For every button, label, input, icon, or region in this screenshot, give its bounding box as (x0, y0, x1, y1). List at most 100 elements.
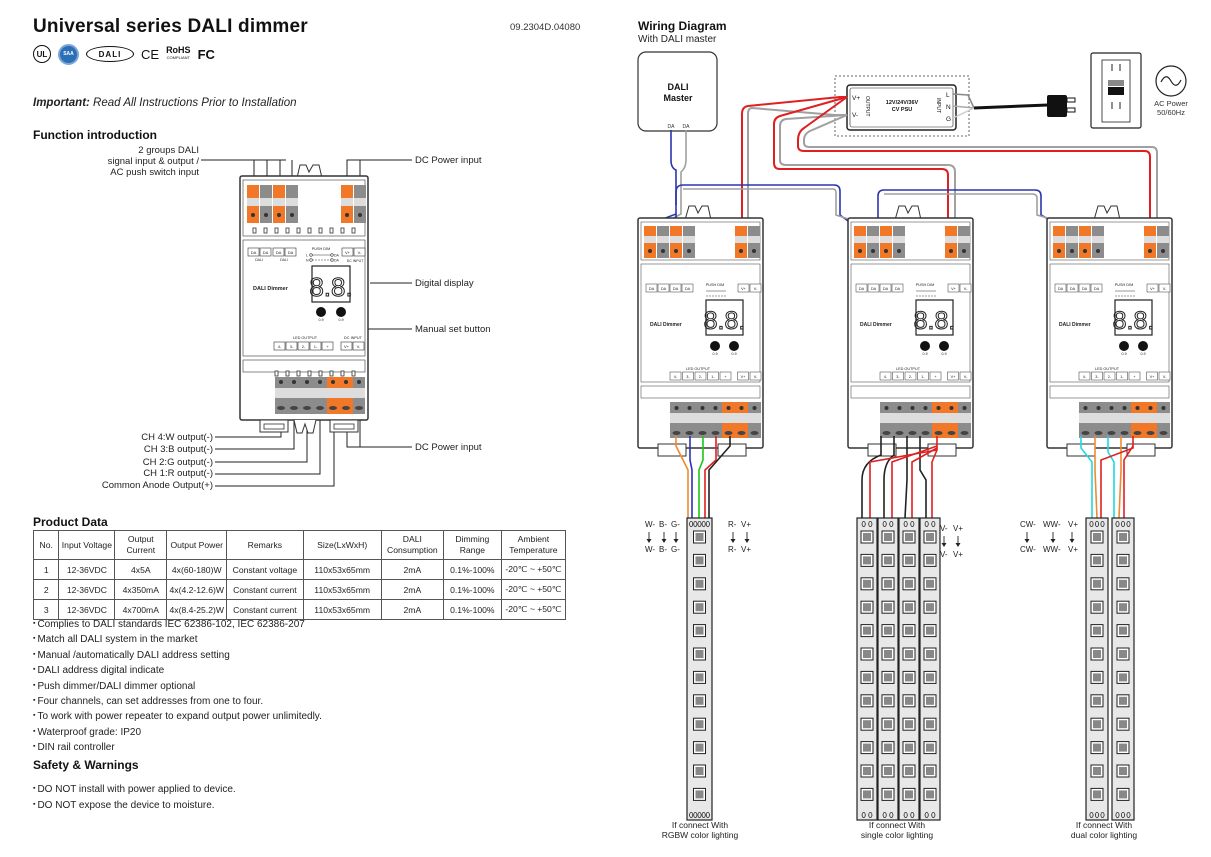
single-right-vplus: V+ (953, 524, 963, 533)
module-term-da: DA (883, 287, 889, 291)
fi-term-vminus: V- (358, 250, 362, 255)
power-wires (741, 96, 1158, 228)
single-right-vminus2: V- (940, 550, 948, 559)
module-term-dc: V+ (1150, 287, 1156, 291)
single-right-vplus2: V+ (953, 550, 963, 559)
dali-mark-icon: DALI (86, 46, 134, 62)
ul-mark-icon: UL (33, 45, 51, 63)
down-arrow-icon (673, 532, 679, 543)
module-bottom-term: V+ (741, 375, 747, 379)
module-display-value: 8.8. (1113, 307, 1155, 335)
ac-power-line2: 50/60Hz (1157, 108, 1185, 117)
module-bottom-term: 2- (909, 375, 913, 379)
page-title: Universal series DALI dimmer (33, 16, 308, 37)
module-bottom-term: 1- (921, 375, 925, 379)
rgbw-labels: W- B- G- W- B- G- R- V+ R- V+ (645, 520, 751, 554)
module-button-label: 0-9 (1121, 352, 1126, 356)
cell: 1 (32, 559, 60, 580)
psu-in-l: L (946, 92, 950, 99)
psu-box (846, 84, 957, 131)
rgbw-right-r2: R- (728, 545, 737, 554)
fi-dc-input-label: DC INPUT (347, 259, 364, 263)
module-set-button[interactable] (939, 341, 949, 351)
rgbw-left-b: B- (659, 520, 667, 529)
caption-rgbw-2: RGBW color lighting (662, 830, 739, 840)
led-strip (686, 517, 713, 821)
fi-bterm-4: 4- (278, 344, 282, 349)
fi-pin-da-1: DA (334, 254, 340, 258)
module-bottom-term: + (934, 375, 937, 379)
dali-master-pin-1: DA (668, 124, 676, 130)
module-display-value: 8.8. (914, 307, 956, 335)
cell: 110x53x65mm (302, 599, 382, 620)
module-set-button[interactable] (1119, 341, 1129, 351)
fi-pin-da-2: DA (334, 259, 340, 263)
rohs-sub: COMPLIANT (166, 55, 190, 60)
module-term-da: DA (673, 287, 679, 291)
fi-term-da-4: DA (288, 250, 294, 255)
module-name: DALI Dimmer (650, 322, 682, 328)
fi-button-2[interactable] (336, 307, 346, 317)
cell: 110x53x65mm (302, 579, 382, 600)
rgbw-left-g2: G- (671, 545, 680, 554)
fi-button-1[interactable] (316, 307, 326, 317)
wiring-subheading: With DALI master (638, 34, 717, 45)
module-bottom-term: + (1133, 375, 1136, 379)
module-name: DALI Dimmer (860, 322, 892, 328)
col-ambient-temp: Ambient Temperature (500, 530, 567, 560)
caption-single-1: If connect With (869, 820, 925, 830)
down-arrow-icon (941, 536, 947, 547)
fi-term-da-3: DA (276, 250, 282, 255)
module-display (705, 299, 744, 336)
module-set-button[interactable] (920, 341, 930, 351)
table-header-row: No. Input Voltage Output Current Output … (32, 530, 567, 560)
dual-left-ww: WW- (1043, 520, 1061, 529)
module-bottom-term: 3- (896, 375, 900, 379)
module-led-output-label: LED OUTPUT (686, 367, 711, 371)
module-set-button[interactable] (729, 341, 739, 351)
top-terminal-block (247, 185, 366, 223)
cell: 4x5A (114, 559, 168, 580)
module-button-label: 0-9 (922, 352, 927, 356)
important-notice: Important: Read All Instructions Prior t… (33, 97, 297, 109)
dual-output-wires (1080, 436, 1134, 519)
caption-dual-2: dual color lighting (1071, 830, 1137, 840)
module-term-dc: V- (964, 287, 968, 291)
module-set-button[interactable] (710, 341, 720, 351)
down-arrow-icon (744, 532, 750, 543)
fi-term-vplus: V+ (345, 250, 351, 255)
down-arrow-icon (646, 532, 652, 543)
col-dimming-range: Dimming Range (442, 530, 502, 560)
cell: 2mA (380, 579, 444, 600)
plug-icon (1047, 95, 1067, 117)
cell: 4x350mA (114, 579, 168, 600)
wiring-diagram: DALI Master DA DA 12V/24V/36V CV PSU V+ … (637, 51, 1188, 840)
caption-dual-1: If connect With (1076, 820, 1132, 830)
led-strip (1085, 517, 1109, 821)
callout-dali-2: signal input & output / (107, 156, 199, 167)
fi-digital-display (311, 265, 351, 303)
fi-bterm-vplus: V+ (344, 344, 350, 349)
module-led-output-label: LED OUTPUT (1095, 367, 1120, 371)
module-term-da: DA (1070, 287, 1076, 291)
module-bottom-term: V- (1163, 375, 1167, 379)
module-set-button[interactable] (1138, 341, 1148, 351)
module-push-dim-label: PUSH DIM (1115, 283, 1134, 287)
led-strip (856, 517, 878, 821)
function-intro-diagram: DA DA DA DA V+ V- DALI DALI PUSH DIM DC … (201, 159, 412, 487)
cell: 110x53x65mm (302, 559, 382, 580)
cell: 2 (32, 579, 60, 600)
psu-input-label: INPUT (935, 98, 941, 113)
module-term-da: DA (859, 287, 865, 291)
single-output-wires (861, 436, 938, 519)
fi-pin-l: L (306, 254, 308, 258)
module-bottom-term: 3- (686, 375, 690, 379)
safety-list: DO NOT install with power applied to dev… (33, 781, 235, 813)
fi-bterm-1: 1- (314, 344, 318, 349)
caption-single-2: single color lighting (861, 830, 934, 840)
led-strip (898, 517, 920, 821)
dali-master-pin-2: DA (683, 124, 691, 130)
led-strip (877, 517, 899, 821)
down-arrow-icon (955, 536, 961, 547)
